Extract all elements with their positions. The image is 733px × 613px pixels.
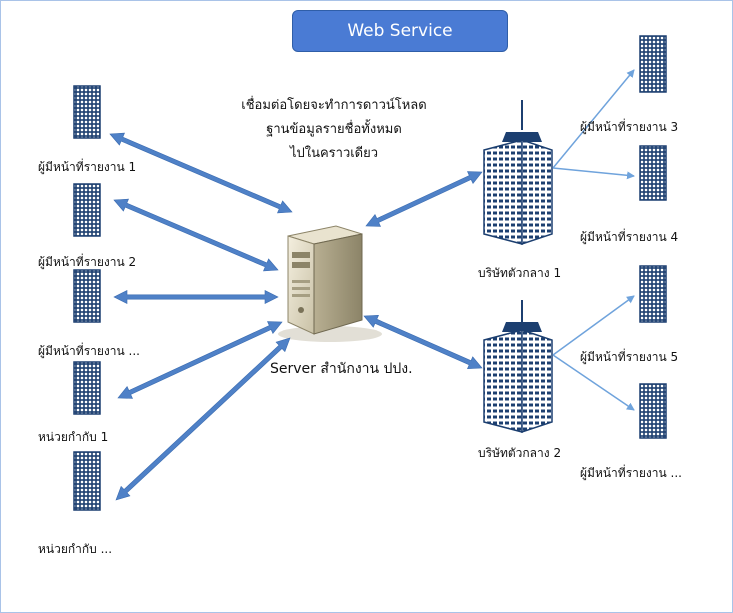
connection-note: เชื่อมต่อโดยจะทำการดาวน์โหลด ฐานข้อมูลรา… — [200, 94, 468, 166]
left-node-label: ผู้มีหน้าที่รายงาน ... — [38, 344, 140, 358]
web-service-title: Web Service — [292, 10, 508, 52]
left-node-label: ผู้มีหน้าที่รายงาน 2 — [38, 255, 137, 269]
building-icon — [639, 265, 667, 323]
right-node-label: ผู้มีหน้าที่รายงาน 3 — [580, 120, 679, 134]
right-node-label: ผู้มีหน้าที่รายงาน 4 — [580, 230, 679, 244]
note-line: เชื่อมต่อโดยจะทำการดาวน์โหลด — [241, 98, 427, 113]
fanout-arrow — [552, 69, 635, 169]
double-arrow — [117, 321, 283, 399]
building-icon — [639, 383, 667, 439]
left-node-label: หน่วยกำกับ ... — [38, 542, 113, 556]
note-line: ฐานข้อมูลรายชื่อทั้งหมด — [266, 122, 402, 137]
double-arrow — [365, 171, 483, 227]
building-icon — [73, 85, 101, 139]
hub-label: บริษัทตัวกลาง 1 — [478, 266, 562, 280]
fanout-arrow — [552, 295, 635, 356]
building-icon — [73, 269, 101, 323]
fanout-arrow — [552, 354, 635, 411]
connection-arrows — [109, 132, 483, 501]
server-label: Server สำนักงาน ปปง. — [270, 361, 413, 377]
double-arrow — [113, 290, 279, 304]
building-icon — [73, 361, 101, 415]
skyscraper-icon — [483, 300, 553, 434]
building-icon — [639, 35, 667, 93]
double-arrow — [113, 198, 279, 272]
double-arrow — [363, 314, 483, 370]
building-icon — [73, 183, 101, 237]
skyscraper-icon — [483, 100, 553, 246]
left-node-label: ผู้มีหน้าที่รายงาน 1 — [38, 160, 137, 174]
left-node-label: หน่วยกำกับ 1 — [38, 430, 109, 444]
double-arrow — [115, 337, 291, 501]
fanout-arrows — [552, 69, 635, 411]
right-node-label: ผู้มีหน้าที่รายงาน ... — [580, 466, 682, 480]
building-icon — [73, 451, 101, 511]
server-icon — [278, 225, 382, 342]
building-icon — [639, 145, 667, 201]
fanout-arrow — [552, 167, 635, 180]
double-arrow — [109, 132, 293, 214]
hub-label: บริษัทตัวกลาง 2 — [478, 446, 562, 460]
note-line: ไปในคราวเดียว — [289, 146, 379, 161]
right-node-label: ผู้มีหน้าที่รายงาน 5 — [580, 350, 679, 364]
